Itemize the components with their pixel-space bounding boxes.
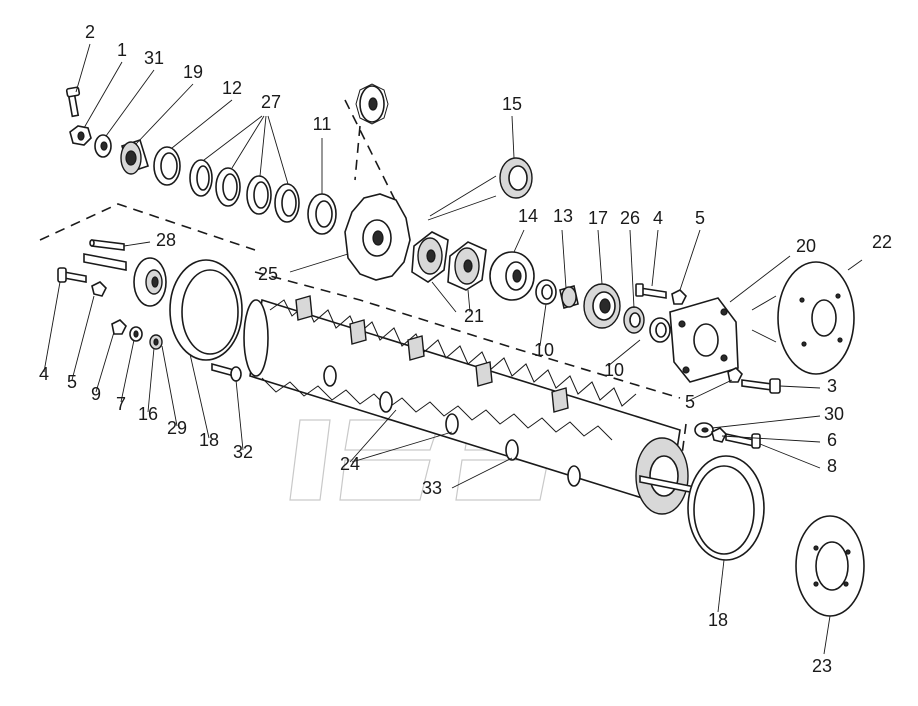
cover-part-22: [751, 261, 855, 375]
bolt-part-4-right: [635, 283, 667, 299]
washer-part-30: [694, 422, 714, 438]
nut-part-5-right: [671, 289, 687, 305]
bracket-part-20: [669, 297, 739, 383]
callout-c6: 6: [827, 430, 837, 450]
ring-part-12: [153, 146, 181, 186]
bolt-part-3: [741, 378, 781, 394]
nut-part-5-left: [91, 281, 107, 297]
hub-part-14: [489, 251, 535, 301]
callout-c32: 32: [233, 442, 253, 462]
callout-c15: 15: [502, 94, 522, 114]
rings-part-27: [189, 159, 300, 223]
callout-c33: 33: [422, 478, 442, 498]
callout-c16: 16: [138, 404, 158, 424]
callout-c7: 7: [116, 394, 126, 414]
callout-c4b: 4: [39, 364, 49, 384]
flange-part-21: [411, 231, 487, 291]
drum-assembly: [243, 295, 701, 515]
callout-c14: 14: [518, 206, 538, 226]
callout-c2: 2: [85, 22, 95, 42]
washer-part-7: [129, 326, 143, 342]
callout-c5b: 5: [67, 372, 77, 392]
callout-c8: 8: [827, 456, 837, 476]
callout-c26: 26: [620, 208, 640, 228]
callout-c20: 20: [796, 236, 816, 256]
callout-c12: 12: [222, 78, 242, 98]
hub-part-19: [120, 138, 149, 175]
cover-part-23: [795, 515, 865, 617]
washer-part-16: [149, 334, 163, 350]
callout-c5c: 5: [685, 392, 695, 412]
nut-part-9: [111, 319, 127, 335]
sleeve-part-13: [559, 284, 579, 310]
nut-part-1: [69, 125, 92, 146]
washer-part-31: [94, 134, 112, 158]
ring-part-11: [307, 193, 337, 235]
callout-c9: 9: [91, 384, 101, 404]
callout-c22: 22: [872, 232, 892, 252]
ring-part-10b: [649, 317, 671, 343]
key-part-28: [89, 239, 125, 251]
callout-c29: 29: [167, 418, 187, 438]
callout-c4a: 4: [653, 208, 663, 228]
bearing-part-17: [583, 283, 621, 329]
callout-c28: 28: [156, 230, 176, 250]
callout-c10b: 10: [604, 360, 624, 380]
callout-c21: 21: [464, 306, 484, 326]
bolt-part-2: [65, 86, 81, 118]
callout-c17: 17: [588, 208, 608, 228]
ring-part-18-left: [169, 259, 243, 361]
callout-c5a: 5: [695, 208, 705, 228]
ring-part-10a: [535, 279, 557, 305]
callout-c3: 3: [827, 376, 837, 396]
callout-c31: 31: [144, 48, 164, 68]
callout-c25: 25: [258, 264, 278, 284]
bolt-part-4-left: [57, 267, 87, 283]
callout-c18a: 18: [199, 430, 219, 450]
bolt-part-8: [725, 433, 761, 449]
callout-c24: 24: [340, 454, 360, 474]
callout-c11: 11: [313, 114, 332, 134]
leader-lines: [43, 43, 863, 655]
ring-part-18-right: [687, 455, 765, 561]
callout-c18b: 18: [708, 610, 728, 630]
pin-part-32: [211, 362, 242, 382]
callout-c1: 1: [117, 40, 127, 60]
nut-part-5-lower: [727, 367, 743, 383]
bearing-part-15: [427, 157, 533, 221]
callout-c10a: 10: [534, 340, 554, 360]
callout-c13: 13: [553, 206, 573, 226]
callout-c30: 30: [824, 404, 844, 424]
callout-c23: 23: [812, 656, 832, 676]
shaft-hub-left: [83, 253, 167, 307]
callout-c27: 27: [261, 92, 281, 112]
ring-part-26: [623, 306, 645, 334]
sprocket-part-25: [344, 193, 411, 281]
nut-part-6: [711, 427, 727, 443]
small-sprocket: [355, 83, 389, 125]
callout-c19: 19: [183, 62, 203, 82]
chain-line: [354, 125, 361, 181]
